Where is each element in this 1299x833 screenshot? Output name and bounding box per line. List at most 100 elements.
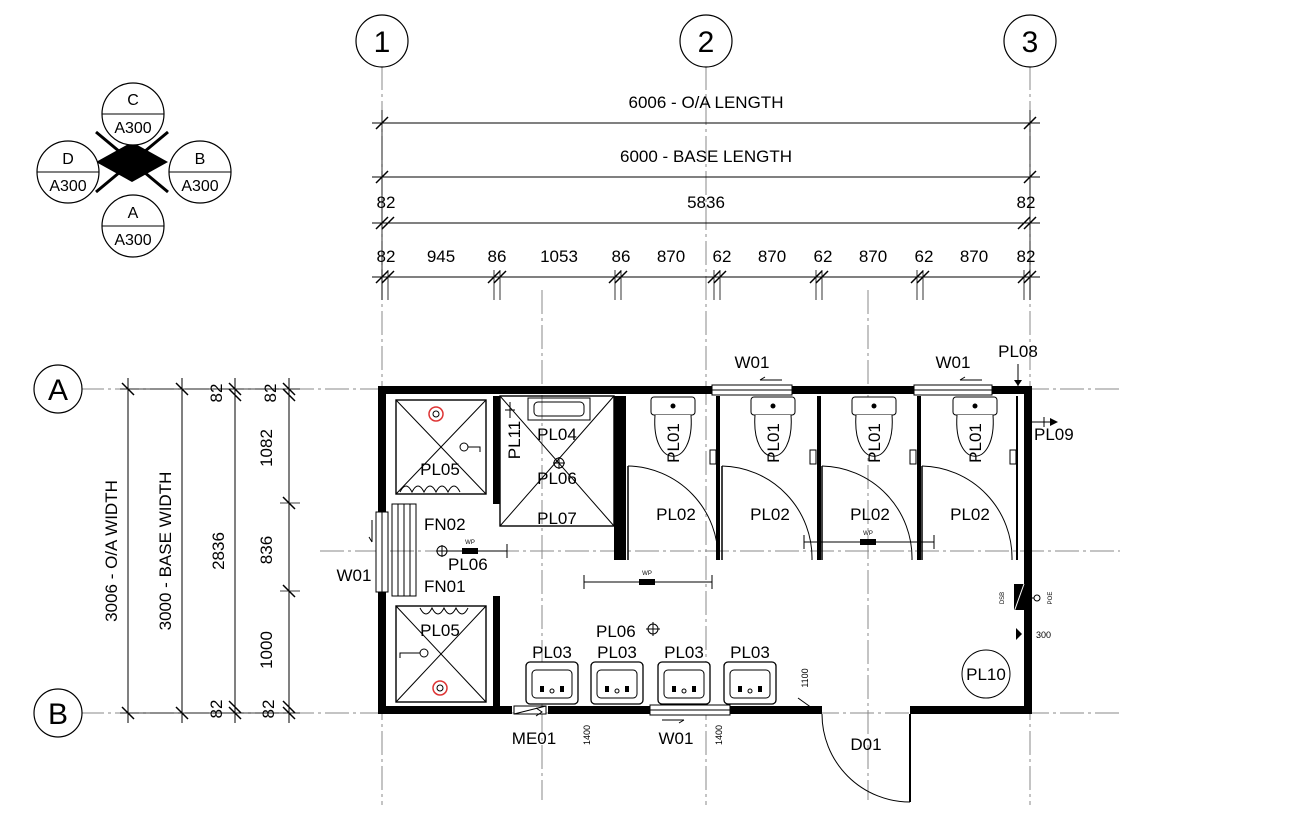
label-pl09: PL09	[1034, 425, 1074, 444]
section-marker-b[interactable]: B A300	[168, 140, 232, 204]
dim-col4-3: 82	[259, 700, 278, 719]
dim-row4-10: 62	[915, 247, 934, 266]
dim-row4-6: 62	[713, 247, 732, 266]
dim-row4-5: 870	[657, 247, 685, 266]
shower-bottom-left: PL05	[395, 605, 487, 703]
wp-label-2: WP	[642, 571, 652, 577]
label-w01-left: W01	[337, 566, 372, 585]
label-pl05-bottom: PL05	[420, 621, 460, 640]
exterior-walls	[378, 386, 1032, 714]
basin-2: PL03	[590, 643, 644, 705]
label-pl03-3: PL03	[664, 643, 704, 662]
grid-label-2: 2	[698, 26, 715, 59]
label-pl02-3: PL02	[850, 505, 890, 524]
height-1400-b: 1400	[714, 725, 724, 745]
window-w01-left[interactable]: W01	[337, 511, 389, 593]
dim-base-length: 6000 - BASE LENGTH	[620, 147, 792, 166]
label-pl01-2: PL01	[764, 423, 783, 463]
basin-3: PL03	[657, 643, 711, 705]
grid-label-a: A	[48, 374, 68, 407]
grid-bubble-2: 2	[679, 14, 733, 68]
label-me01: ME01	[512, 729, 556, 748]
tap-pl06-left: WP PL06	[436, 540, 508, 574]
section-marker-d-sheet: A300	[49, 178, 86, 195]
grid-bubble-3: 3	[1003, 14, 1057, 68]
interior-partitions	[493, 396, 1018, 706]
label-pl10: PL10	[966, 665, 1006, 684]
dim-col3-0: 82	[207, 384, 226, 403]
window-w01-top-2[interactable]: W01	[913, 353, 993, 396]
grid-label-1: 1	[374, 26, 391, 59]
shower-top-left: PL05	[395, 399, 487, 495]
fan-units: FN02 FN01	[391, 503, 466, 597]
cubicle-door-3[interactable]	[821, 465, 913, 561]
label-w01-bottom: W01	[659, 729, 694, 748]
wp-bar-middle: WP	[583, 571, 713, 589]
dim-row4-12: 82	[1017, 247, 1036, 266]
label-fn02: FN02	[424, 515, 466, 534]
dim-col4-1: 836	[257, 536, 276, 564]
window-w01-top-1[interactable]: W01	[711, 353, 793, 396]
label-d01: D01	[850, 735, 881, 754]
dsb-panel: DSB POE 300	[1000, 583, 1054, 640]
label-pl03-1: PL03	[532, 643, 572, 662]
dim-oa-length: 6006 - O/A LENGTH	[629, 93, 784, 112]
section-marker-a[interactable]: A A300	[101, 194, 165, 258]
dim-col3-1: 2836	[209, 532, 228, 570]
section-marker-a-sheet: A300	[114, 232, 151, 249]
pl08-marker: PL08	[998, 342, 1038, 386]
dim-row4-9: 870	[859, 247, 887, 266]
dim-col4-top82: 82	[261, 384, 280, 403]
label-pl02-1: PL02	[656, 505, 696, 524]
dim-row3-1: 5836	[687, 193, 725, 212]
label-poe: POE	[1048, 592, 1054, 605]
section-marker-d[interactable]: D A300	[36, 140, 100, 204]
height-1100: 1100	[800, 668, 810, 687]
pl09-marker: PL09	[1032, 417, 1074, 444]
section-marker-c[interactable]: C A300	[101, 82, 165, 146]
label-pl04: PL04	[537, 425, 577, 444]
wp-label-3: WP	[863, 531, 873, 537]
grid-bubble-a: A	[33, 364, 83, 414]
section-marker-b-letter: B	[195, 151, 206, 168]
section-marker-cluster: C A300 D A300 B A300 A A300	[36, 82, 232, 258]
section-marker-d-letter: D	[62, 151, 74, 168]
cubicle-door-2[interactable]	[721, 465, 813, 561]
cubicle-door-1[interactable]	[627, 465, 719, 561]
dim-row4-11: 870	[960, 247, 988, 266]
label-pl07: PL07	[537, 509, 577, 528]
grid-label-3: 3	[1022, 26, 1039, 59]
pl10-tank: PL10	[961, 649, 1011, 699]
dim-row3-2: 82	[1017, 193, 1036, 212]
label-w01-top-2: W01	[936, 353, 971, 372]
top-dimensions: 6006 - O/A LENGTH 6000 - BASE LENGTH 82 …	[372, 93, 1040, 300]
label-pl02-4: PL02	[950, 505, 990, 524]
dim-oa-width: 3006 - O/A WIDTH	[102, 480, 121, 622]
label-dsb: DSB	[1000, 592, 1006, 604]
label-pl03-2: PL03	[597, 643, 637, 662]
cubicle-door-4[interactable]	[921, 465, 1013, 561]
wp-label-1: WP	[465, 540, 475, 546]
grid-label-b: B	[48, 698, 68, 731]
door-d01[interactable]: D01	[821, 713, 911, 803]
window-w01-bottom[interactable]: W01	[649, 704, 731, 748]
label-pl06-basin: PL06	[596, 622, 636, 641]
label-pl08: PL08	[998, 342, 1038, 361]
dim-row4-3: 1053	[540, 247, 578, 266]
grid-bubble-b: B	[33, 688, 83, 738]
dim-row3-0: 82	[377, 193, 396, 212]
central-shower: PL11 PL04 PL06 PL07	[499, 395, 615, 528]
dim-col4-2: 1000	[257, 631, 276, 669]
section-marker-a-letter: A	[128, 205, 139, 222]
meter-me01: ME01	[512, 705, 556, 748]
section-marker-c-letter: C	[127, 92, 139, 109]
dim-row4-8: 62	[814, 247, 833, 266]
dim-row4-1: 945	[427, 247, 455, 266]
basin-1: PL03	[525, 643, 579, 705]
